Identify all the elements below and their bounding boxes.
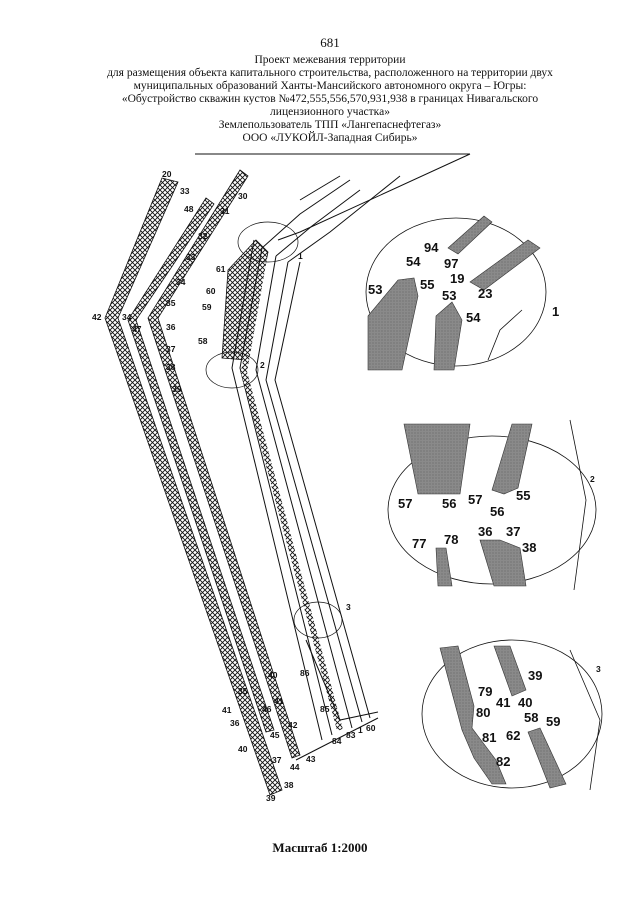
detail-circle-3 (293, 601, 343, 639)
map-label: 43 (306, 754, 316, 764)
map-label: 33 (186, 252, 196, 262)
header-line-3: муниципальных образований Ханты-Мансийск… (133, 80, 527, 92)
map-label: 41 (222, 705, 232, 715)
callout-label: 58 (524, 710, 538, 725)
map-label: 40 (268, 670, 278, 680)
map-label: 42 (92, 312, 102, 322)
callout-label: 78 (444, 532, 458, 547)
map-label: 85 (320, 704, 330, 714)
callout-label: 56 (442, 496, 456, 511)
map-label: 33 (180, 186, 190, 196)
map-label: 30 (238, 191, 248, 201)
middle-strip (147, 169, 301, 759)
page-number: 681 (320, 35, 340, 50)
map-label: 45 (270, 730, 280, 740)
callout-label: 1 (552, 304, 559, 319)
callout-label: 80 (476, 705, 490, 720)
outer-left-strip (104, 177, 283, 796)
callout-1: 94 97 54 19 23 53 55 53 54 1 (365, 215, 559, 371)
map-label: 38 (284, 780, 294, 790)
map-label: 37 (272, 755, 282, 765)
map-label: 86 (300, 668, 310, 678)
callout-label: 56 (490, 504, 504, 519)
map-label: 34 (176, 277, 186, 287)
callout-ref-2: 2 (260, 360, 265, 370)
detail-circle-1 (237, 221, 299, 263)
callout-label: 94 (424, 240, 439, 255)
scale-label: Масштаб 1:2000 (272, 840, 368, 855)
map-label: 36 (166, 322, 176, 332)
header-line-4: «Обустройство скважин кустов №472,555,55… (121, 93, 539, 105)
map-label: 83 (346, 730, 356, 740)
callout-label: 81 (482, 730, 496, 745)
map-label: 42 (288, 720, 298, 730)
callout-label: 55 (516, 488, 530, 503)
map-label: 44 (290, 762, 300, 772)
map-labels: 20 33 30 48 31 32 33 34 35 36 37 38 39 4… (92, 169, 376, 803)
callout-label: 38 (522, 540, 536, 555)
callout-2: 57 56 57 55 56 77 78 36 37 38 2 (387, 419, 597, 591)
map-label: 58 (198, 336, 208, 346)
callout-label: 3 (596, 664, 601, 674)
callout-label: 55 (420, 277, 434, 292)
detail-circle-2 (205, 351, 259, 389)
callout-label: 53 (368, 282, 382, 297)
map-label: 38 (166, 362, 176, 372)
map-label: 36 (230, 718, 240, 728)
callout-label: 59 (546, 714, 560, 729)
map-label: 59 (202, 302, 212, 312)
map-label: 32 (198, 231, 208, 241)
header-line-7: ООО «ЛУКОЙЛ-Западная Сибирь» (242, 132, 418, 144)
map-label: 84 (332, 736, 342, 746)
map-label: 39 (172, 384, 182, 394)
callout-3: 39 79 41 40 80 58 59 81 62 82 3 (421, 639, 603, 791)
map-label: 34 (122, 312, 132, 322)
map-label: 60 (206, 286, 216, 296)
callout-label: 40 (518, 695, 532, 710)
map-label: 40 (238, 744, 248, 754)
header-line-1: Проект межевания территории (254, 54, 406, 66)
callout-label: 23 (478, 286, 492, 301)
map-label: 47 (132, 324, 142, 334)
callout-label: 82 (496, 754, 510, 769)
callout-label: 41 (496, 695, 510, 710)
header-line-2: для размещения объекта капитального стро… (107, 67, 553, 79)
callout-ref-1: 1 (298, 251, 303, 261)
callout-label: 53 (442, 288, 456, 303)
left-inner-strip (127, 197, 275, 733)
callout-label: 54 (406, 254, 421, 269)
callout-label: 57 (398, 496, 412, 511)
map-label: 20 (162, 169, 172, 179)
map-label: 37 (166, 344, 176, 354)
callout-ref-3: 3 (346, 602, 351, 612)
callout-label: 2 (590, 474, 595, 484)
map-label: 46 (262, 704, 272, 714)
map-label: 60 (366, 723, 376, 733)
callout-label: 19 (450, 271, 464, 286)
map-label: 31 (220, 206, 230, 216)
callout-label: 39 (528, 668, 542, 683)
map-label: 61 (216, 264, 226, 274)
header-line-6: Землепользователь ТПП «Лангепаснефтегаз» (218, 119, 442, 131)
callout-label: 77 (412, 536, 426, 551)
map-label: 48 (184, 204, 194, 214)
callout-label: 57 (468, 492, 482, 507)
map-label: 39 (266, 793, 276, 803)
map-label: 35 (166, 298, 176, 308)
map-label: 35 (238, 686, 248, 696)
callout-label: 62 (506, 728, 520, 743)
callout-label: 97 (444, 256, 458, 271)
map-label: 41 (274, 696, 284, 706)
map-label: 1 (358, 725, 363, 735)
callout-label: 54 (466, 310, 481, 325)
callout-label: 36 (478, 524, 492, 539)
header-line-5: лицензионного участка» (270, 106, 390, 118)
callout-label: 37 (506, 524, 520, 539)
callout-label: 79 (478, 684, 492, 699)
